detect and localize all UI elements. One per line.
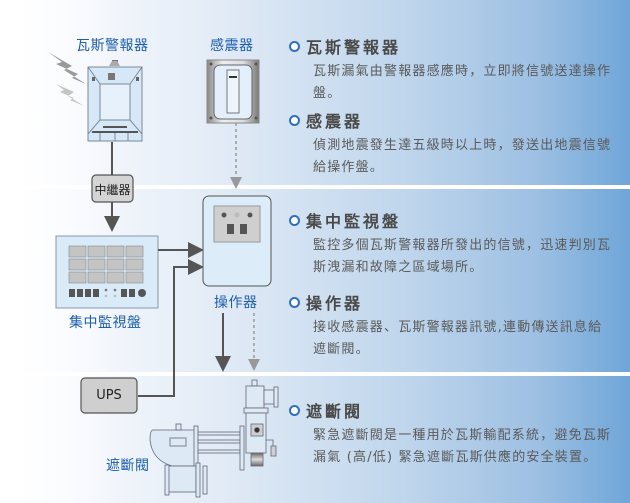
ups-label: UPS xyxy=(96,388,122,403)
operator-label: 操作器 xyxy=(214,295,258,311)
section-title: 操作器 xyxy=(306,294,364,313)
gas-alarm-label: 瓦斯警報器 xyxy=(76,38,149,54)
bullet-icon xyxy=(289,404,300,416)
section-description: 偵測地震發生達五級時以上時，發送出地震信號給操作盤。 xyxy=(313,138,612,175)
section-gas-alarm: 瓦斯警報器 瓦斯漏氣由警報器感應時，立即將信號送達操作盤。 xyxy=(289,34,619,105)
section-description: 接收感震器、瓦斯警報器訊號,連動傳送訊息給遮斷閥。 xyxy=(313,320,603,357)
section-divider xyxy=(0,185,630,189)
bullet-icon xyxy=(289,214,300,226)
shutoff-valve-device xyxy=(149,379,279,498)
section-title: 感震器 xyxy=(306,112,364,131)
bullet-icon xyxy=(289,114,300,126)
shutoff-valve-label: 遮斷閥 xyxy=(106,458,150,474)
section-title: 瓦斯警報器 xyxy=(306,38,402,57)
gas-alarm-device xyxy=(87,60,143,142)
section-shutoff-valve: 遮斷閥 緊急遮斷閥是一種用於瓦斯輸配系統，避免瓦斯漏氣 (高/低) 緊急遮斷瓦斯… xyxy=(289,398,619,469)
section-operator: 操作器 接收感震器、瓦斯警報器訊號,連動傳送訊息給遮斷閥。 xyxy=(289,290,619,361)
section-description: 監控多個瓦斯警報器所發出的信號，迅速判別瓦斯洩漏和故障之區域場所。 xyxy=(313,238,612,275)
operator-device xyxy=(202,195,272,287)
alarm-lightning-icon xyxy=(48,52,86,106)
central-monitor-panel xyxy=(55,235,159,309)
section-central-monitor: 集中監視盤 監控多個瓦斯警報器所發出的信號，迅速判別瓦斯洩漏和故障之區域場所。 xyxy=(289,208,619,279)
relay-label: 中繼器 xyxy=(94,183,131,197)
section-divider xyxy=(0,372,630,376)
bullet-icon xyxy=(289,296,300,308)
section-description: 緊急遮斷閥是一種用於瓦斯輸配系統，避免瓦斯漏氣 (高/低) 緊急遮斷瓦斯供應的安… xyxy=(313,428,612,465)
seismic-sensor-label: 感震器 xyxy=(210,38,254,54)
section-seismic-sensor: 感震器 偵測地震發生達五級時以上時，發送出地震信號給操作盤。 xyxy=(289,108,619,179)
seismic-sensor-device xyxy=(206,59,260,124)
ups-box xyxy=(80,377,138,414)
section-description: 瓦斯漏氣由警報器感應時，立即將信號送達操作盤。 xyxy=(313,64,612,101)
bullet-icon xyxy=(289,40,300,52)
section-title: 遮斷閥 xyxy=(306,402,364,421)
central-monitor-label: 集中監視盤 xyxy=(69,315,142,331)
section-title: 集中監視盤 xyxy=(306,212,402,231)
system-diagram xyxy=(48,52,279,498)
